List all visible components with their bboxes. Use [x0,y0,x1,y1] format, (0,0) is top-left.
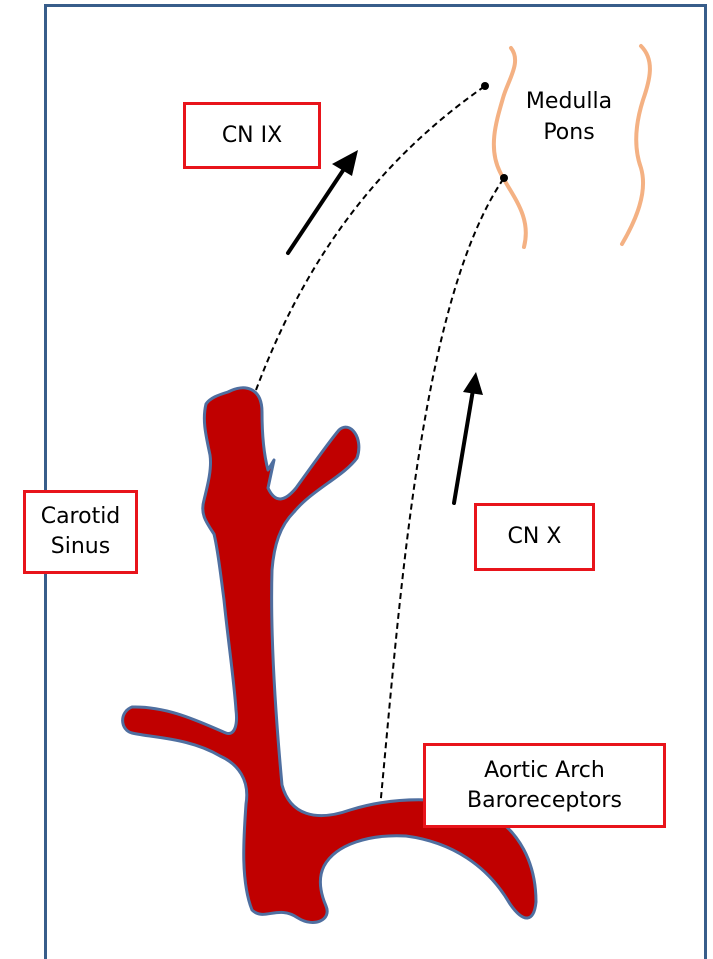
cn9-label: CN IX [222,121,282,151]
vessel-tree [123,388,536,923]
aortic-arch-label: Aortic Arch Baroreceptors [467,756,622,815]
cn10-nerve-path [380,178,504,808]
aortic-arch-label-box: Aortic Arch Baroreceptors [423,743,666,828]
cn10-label: CN X [508,522,562,552]
carotid-sinus-label: Carotid Sinus [41,502,121,561]
cn9-label-box: CN IX [183,102,321,169]
brainstem-right-outline [622,46,650,244]
cn10-label-box: CN X [474,503,595,571]
medulla-pons-label: Medulla Pons [515,87,623,149]
cn10-direction-arrow [454,372,483,503]
carotid-sinus-label-box: Carotid Sinus [23,490,138,574]
